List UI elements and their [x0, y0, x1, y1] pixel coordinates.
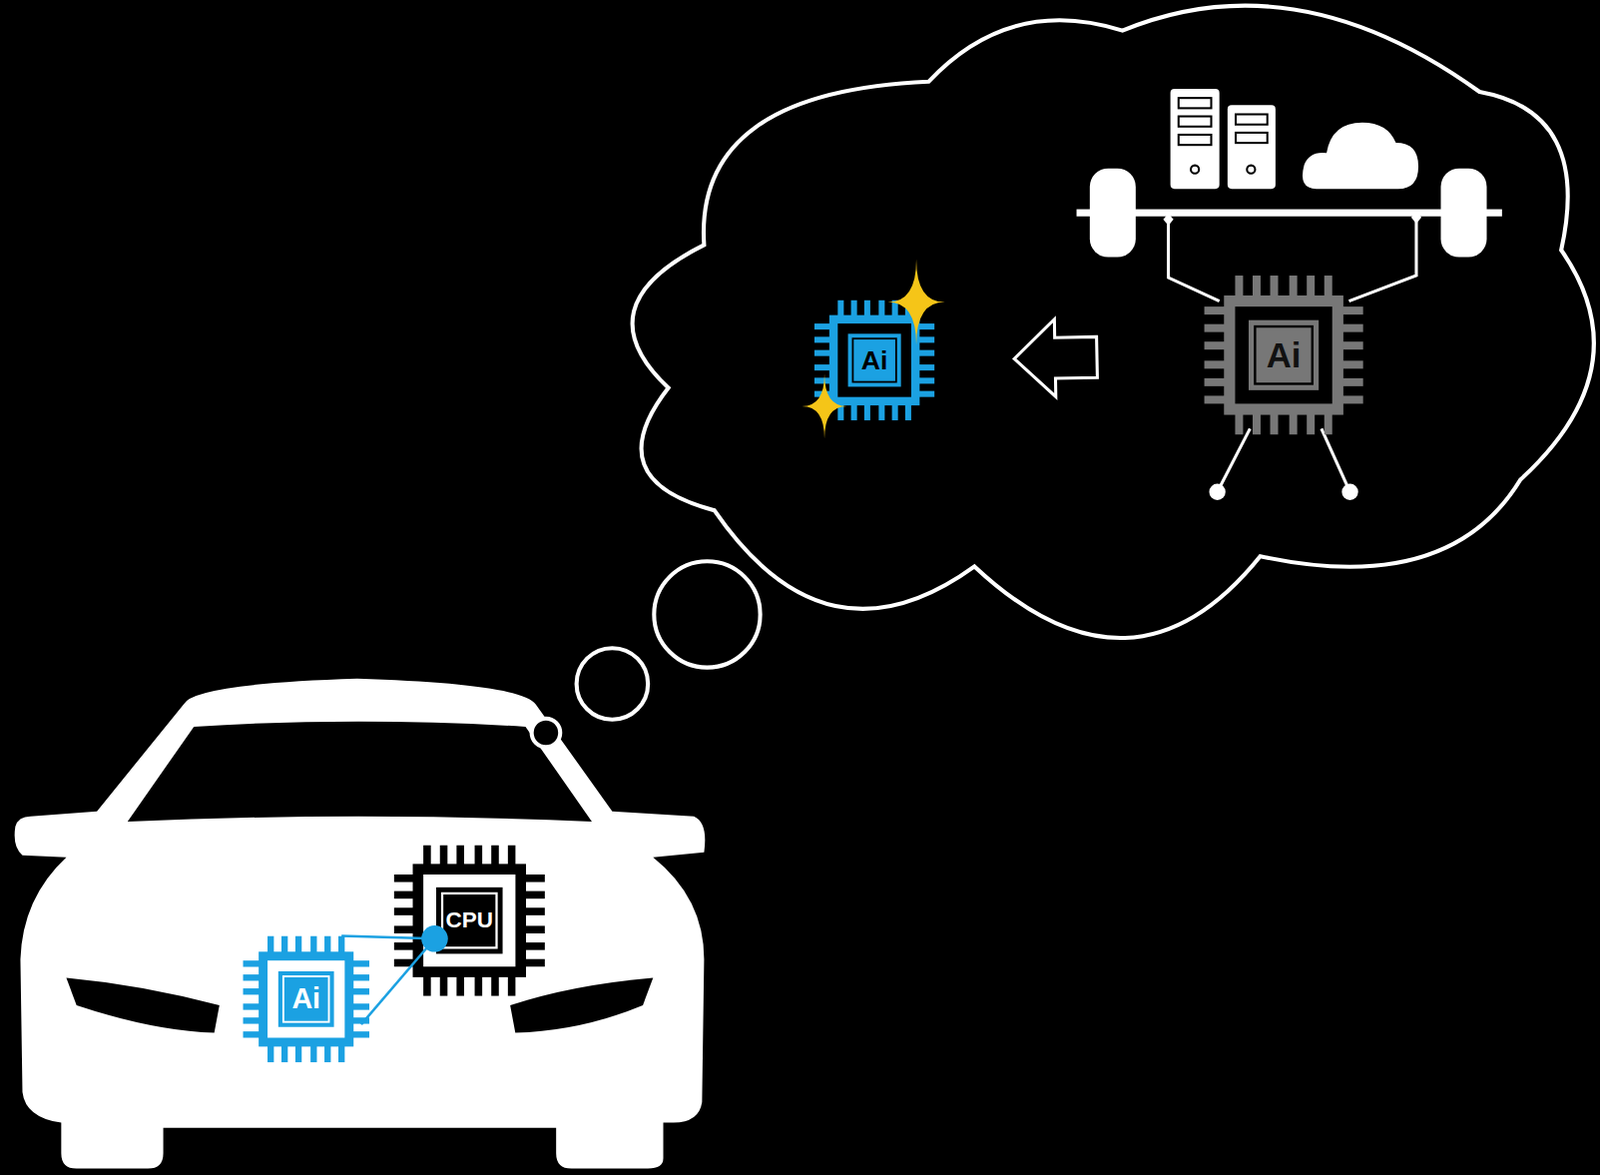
car-headlight — [510, 977, 653, 1033]
chip-foot — [1341, 484, 1358, 501]
barbell-bar — [1076, 209, 1503, 217]
chip-label: Ai — [242, 935, 370, 1063]
server-slot — [1178, 97, 1212, 108]
chip-label: CPU — [394, 844, 545, 996]
chip-label: Ai — [814, 300, 936, 422]
server-slot — [1178, 134, 1212, 145]
chip-leg — [1217, 428, 1251, 492]
server-slot — [1235, 132, 1268, 143]
sparkle — [802, 373, 848, 439]
server-tower — [1227, 104, 1276, 189]
wire-junction — [421, 925, 449, 953]
hollow-arrow — [1014, 319, 1097, 398]
cloud-icon — [1302, 122, 1419, 189]
ai-chip: Ai — [242, 935, 370, 1063]
chip-hand — [1162, 213, 1173, 226]
chip-arm — [1168, 219, 1220, 302]
ai-chip: Ai — [814, 300, 936, 422]
chip-arm — [1349, 217, 1417, 302]
wire — [361, 938, 436, 1025]
barbell-plate — [1089, 168, 1136, 258]
thought-dot — [653, 560, 760, 667]
car-headlight — [65, 977, 219, 1033]
chip-leg — [1321, 428, 1351, 492]
thought-dot — [576, 647, 649, 720]
chip-label: Ai — [1203, 275, 1363, 435]
car-body — [14, 678, 706, 1169]
server-led — [1246, 165, 1255, 174]
car-windshield — [127, 721, 592, 822]
server-led — [1190, 165, 1199, 174]
thought-dot — [532, 718, 561, 748]
chip-hand — [1411, 211, 1422, 224]
sparkle — [887, 259, 945, 346]
chip-foot — [1208, 484, 1225, 501]
cpu-chip: CPU — [394, 844, 545, 996]
server-tower — [1170, 88, 1220, 189]
connector — [341, 925, 449, 1025]
thought-cloud — [632, 5, 1595, 638]
ai-chip: Ai — [1203, 275, 1363, 435]
server-slot — [1235, 113, 1268, 124]
wire — [341, 935, 435, 939]
connector — [1014, 319, 1097, 398]
server-slot — [1178, 116, 1212, 127]
barbell-plate — [1441, 168, 1488, 258]
